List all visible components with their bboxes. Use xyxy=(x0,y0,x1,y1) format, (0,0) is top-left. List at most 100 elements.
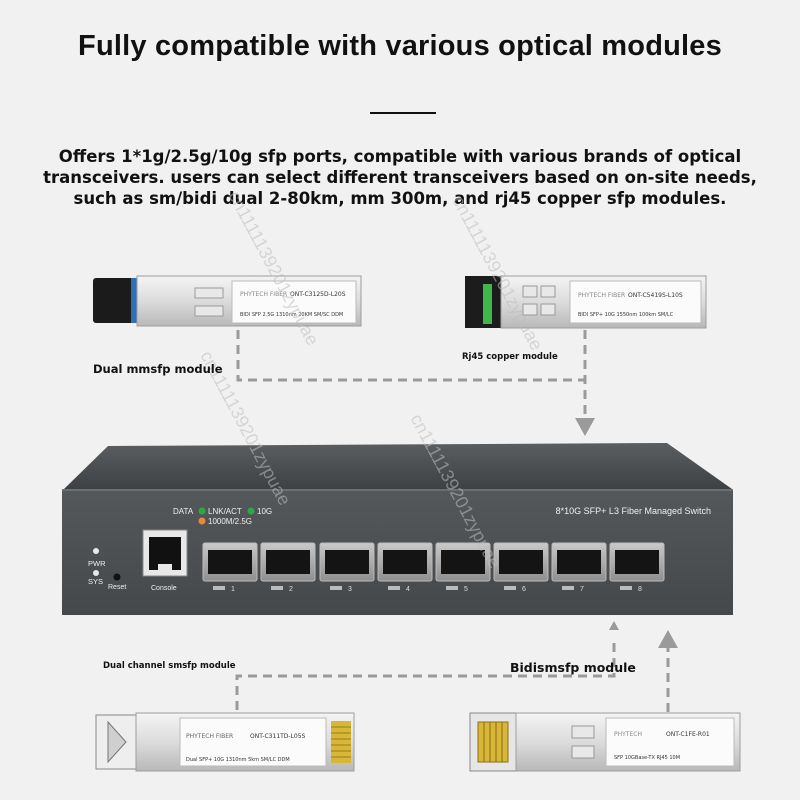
module-part-number: ONT-C1FE-R01 xyxy=(666,731,710,738)
module-window xyxy=(540,285,556,298)
module-label-sticker xyxy=(231,280,357,324)
module-label-sticker xyxy=(605,717,735,767)
port-number: 8 xyxy=(638,586,642,593)
port-number: 3 xyxy=(348,586,352,593)
sfp-module-bottom-right: PHYTECH ONT-C1FE-R01 SFP 10GBase-TX RJ45… xyxy=(469,712,741,772)
contact-stripes xyxy=(331,726,351,758)
sfp-module-top-right: PHYTECH FIBER ONT-C5419S-L10S BIDI SFP+ … xyxy=(465,275,707,329)
module-spec-text: BIDI SFP+ 10G 1550nm 100km SM/LC xyxy=(578,312,674,318)
sfp-port-opening xyxy=(325,550,369,574)
legend-1000m-label: 1000M/2.5G xyxy=(208,517,252,526)
sfp-port-1[interactable]: 1 xyxy=(202,542,258,593)
module-vendor-text: PHYTECH FIBER xyxy=(578,292,625,299)
sfp-port-2[interactable]: 2 xyxy=(260,542,316,593)
module-window xyxy=(194,305,224,317)
sfp-port-opening xyxy=(208,550,252,574)
module-part-number: ONT-C3125D-L20S xyxy=(290,291,346,298)
module-spec-text: SFP 10GBase-TX RJ45 10M xyxy=(614,755,680,761)
module-label-top-left: Dual mmsfp module xyxy=(93,362,223,376)
sfp-module-top-left: PHYTECH FIBER ONT-C3125D-L20S BIDI SFP 2… xyxy=(93,275,362,327)
module-vendor-text: PHYTECH FIBER xyxy=(240,291,287,298)
switch-model-label: 8*10G SFP+ L3 Fiber Managed Switch xyxy=(556,506,711,516)
module-vendor-text: PHYTECH xyxy=(614,731,642,738)
pwr-led-icon xyxy=(93,548,99,554)
legend-lnk-act-label: LNK/ACT xyxy=(208,507,242,516)
sfp-port-5[interactable]: 5 xyxy=(435,542,491,593)
port-led-icon xyxy=(620,586,632,590)
module-label-sticker xyxy=(179,717,327,767)
sfp-port-opening xyxy=(557,550,601,574)
connector-line-bottom-left xyxy=(235,640,616,710)
sys-label: SYS xyxy=(88,577,103,586)
arrow-up-small-icon xyxy=(609,621,619,630)
port-number: 6 xyxy=(522,586,526,593)
port-number: 7 xyxy=(580,586,584,593)
module-latch-green xyxy=(483,284,492,324)
module-label-bottom-right: Bidismsfp module xyxy=(510,660,636,675)
console-label: Console xyxy=(151,585,177,592)
module-connector-accent xyxy=(131,278,137,323)
module-window xyxy=(571,725,595,739)
title-divider xyxy=(370,112,436,114)
arrow-down-icon xyxy=(575,418,595,436)
module-gold-contacts xyxy=(331,721,351,763)
sfp-module-bottom-left: PHYTECH FIBER ONT-C311TD-L05S Dual SFP+ … xyxy=(95,712,355,772)
sfp-port-opening xyxy=(615,550,659,574)
sfp-port-opening xyxy=(441,550,485,574)
network-switch: DATA LNK/ACT 10G 1000M/2.5G 8*10G SFP+ L… xyxy=(62,443,733,615)
module-window xyxy=(194,287,224,299)
module-gold-contacts xyxy=(477,721,509,763)
port-led-icon xyxy=(213,586,225,590)
connector-lines xyxy=(235,330,670,712)
sfp-port-3[interactable]: 3 xyxy=(319,542,375,593)
module-label-sticker xyxy=(569,280,702,324)
port-led-icon xyxy=(330,586,342,590)
module-window xyxy=(540,303,556,316)
sfp-port-opening xyxy=(499,550,543,574)
legend-10g-label: 10G xyxy=(257,507,272,516)
module-connector-body xyxy=(93,278,135,323)
console-port[interactable] xyxy=(142,529,188,577)
module-label-bottom-left: Dual channel smsfp module xyxy=(103,661,236,671)
port-led-icon xyxy=(271,586,283,590)
port-led-icon xyxy=(388,586,400,590)
watermark-text: cn1111139201zypuae xyxy=(448,192,546,353)
arrow-up-icon xyxy=(658,630,678,648)
module-window xyxy=(522,303,538,316)
module-vendor-text: PHYTECH FIBER xyxy=(186,733,233,740)
sys-led-icon xyxy=(93,570,99,576)
sfp-ports: 1 2 3 4 xyxy=(202,542,665,593)
led-green-icon xyxy=(247,507,255,515)
module-part-number: ONT-C5419S-L10S xyxy=(628,292,683,299)
module-part-number: ONT-C311TD-L05S xyxy=(250,733,306,740)
switch-edge-highlight xyxy=(62,489,733,491)
module-spec-text: BIDI SFP 2.5G 1310nm 20KM SM/SC DDM xyxy=(240,312,343,318)
legend-data-label: DATA xyxy=(173,507,194,516)
sfp-port-4[interactable]: 4 xyxy=(377,542,433,593)
module-label-top-right: Rj45 copper module xyxy=(462,352,558,362)
module-window xyxy=(522,285,538,298)
sfp-port-6[interactable]: 6 xyxy=(493,542,549,593)
led-orange-icon xyxy=(198,517,206,525)
port-led-icon xyxy=(446,586,458,590)
port-led-icon xyxy=(562,586,574,590)
led-green-icon xyxy=(198,507,206,515)
console-port-tab xyxy=(158,564,172,570)
pwr-label: PWR xyxy=(88,559,106,568)
port-number: 2 xyxy=(289,586,293,593)
port-number: 1 xyxy=(231,586,235,593)
description-text: Offers 1*1g/2.5g/10g sfp ports, compatib… xyxy=(43,147,757,208)
module-window xyxy=(571,745,595,759)
module-spec-text: Dual SFP+ 10G 1310nm 5km SM/LC DDM xyxy=(186,757,290,763)
sfp-port-opening xyxy=(266,550,310,574)
reset-button[interactable] xyxy=(113,573,121,581)
page-title: Fully compatible with various optical mo… xyxy=(78,30,722,62)
switch-top-panel xyxy=(64,443,732,489)
sfp-port-opening xyxy=(383,550,427,574)
module-latch xyxy=(107,720,127,764)
contact-stripes xyxy=(483,722,503,762)
sfp-port-8[interactable]: 8 xyxy=(609,542,665,593)
sfp-port-7[interactable]: 7 xyxy=(551,542,607,593)
port-number: 4 xyxy=(406,586,410,593)
